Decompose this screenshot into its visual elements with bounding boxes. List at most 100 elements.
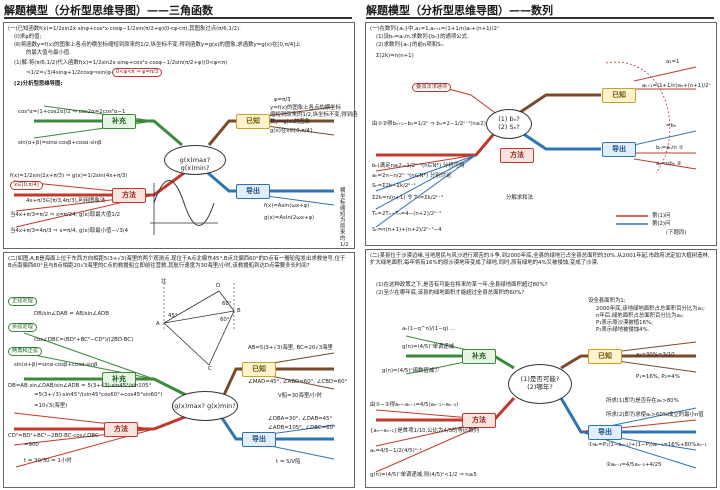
desert-export-line4: ②aₙ₋₁=4/5aₙ₋₂+4/25 bbox=[606, 462, 662, 468]
left-page: 解题模型（分析型思维导图）——三角函数 (一)已知函数f(x)=1/2sin2x… bbox=[0, 0, 358, 490]
seq-method-line5: Σ2k=n(n+1) 令 Tₙ=Σk/2ᵏ⁻¹ bbox=[372, 195, 444, 201]
trig-formula-cos: cos²α=(1+cos2α)/2 ⇒ cos2α=2cos²α−1 bbox=[18, 109, 126, 115]
method2-line3: =10√3(海里) bbox=[34, 403, 68, 409]
rescue-hub: g(x)max? g(x)min? bbox=[172, 391, 238, 421]
method2-line6: t = 30/30 = 1小时 bbox=[24, 458, 72, 464]
phi-callout: 0<φ<π ⇒ φ=π/3 bbox=[112, 68, 163, 77]
seq-known-line2: aₙ₊₁=(1+1/n)aₙ+(n+1)/2ⁿ bbox=[642, 83, 711, 89]
desert-known-line2: P₁=16%, P₂=4% bbox=[636, 374, 680, 380]
method-result-max: 当4x+π/3=π/2 ⇒ x=π/24, g(x)取最大值1/2 bbox=[10, 212, 121, 218]
fig-angle-60b: 60° bbox=[220, 317, 230, 323]
seq-mindmap-branches bbox=[375, 61, 697, 228]
node-supplement-2: 补充 bbox=[102, 372, 136, 387]
callout-angle-sum: 两角和正弦 bbox=[8, 347, 42, 356]
desert-known-head2: 2000年底,该地绿地面积占总面积百分比为a₁; bbox=[596, 306, 705, 312]
desert-known-line1: a₁=30%=3/10 bbox=[636, 352, 675, 358]
fig-angle-45: 45° bbox=[168, 313, 178, 319]
callout-sine-law: 正弦定理 bbox=[8, 297, 37, 306]
sup-line2: cos∠DBC=(BD²+BC²−CD²)/(2BD·BC) bbox=[34, 337, 134, 343]
legend-q1: 第(1)问 bbox=[652, 213, 671, 219]
node-known-2: 已知 bbox=[242, 362, 276, 377]
seq-q1: (1)设bₙ=aₙ/n,求数列{bₙ}的通项公式. bbox=[376, 34, 469, 40]
desert-node-known: 已知 bbox=[588, 349, 622, 364]
fig-label-north: 北 bbox=[161, 279, 167, 285]
desert-known-head4: P₁表示原沙漠被植16%; bbox=[596, 320, 653, 326]
fig-angle-60a: 60° bbox=[222, 301, 232, 307]
node-supplement: 补充 bbox=[102, 114, 136, 129]
left-panel-2: (二)如图,A,B是海面上位于东西方向相距5(3+√3)海里的两个观测点,现位于… bbox=[3, 252, 355, 488]
seq-hub: (1) bₙ? (2) Sₙ? bbox=[486, 109, 532, 139]
desert-hub-line1: (1)是否可能? bbox=[520, 375, 560, 383]
method-range: x∈[0,π/4] bbox=[10, 181, 43, 190]
fig-label-b: B bbox=[237, 308, 241, 314]
desert-method-line3: aₙ=4/5−1/2(4/5)ⁿ⁻¹ bbox=[370, 448, 422, 454]
seq-export-line2: bₙ=aₙ/n ① bbox=[656, 145, 684, 151]
desert-hub: (1)是否可能? (2)哪年? bbox=[508, 364, 572, 404]
seq-node-known: 已知 bbox=[602, 88, 636, 103]
node-known: 已知 bbox=[236, 114, 270, 129]
fig-label-c: C bbox=[208, 366, 212, 372]
rescue-mindmap-branches bbox=[13, 283, 335, 468]
fig-label-a: A bbox=[156, 321, 160, 327]
export2-line2: ∠ADB=105°, ∠DBC=60° bbox=[268, 425, 336, 431]
desert-export-line3: ①aₙ=P₁(1−aₙ₋₁)+(1−P₂)aₙ₋₁=16%+80%aₙ₋₁ bbox=[588, 442, 707, 448]
right-panel-1: (一)在数列{aₙ}中,a₁=1,aₙ₊₁=(1+1/n)aₙ+(n+1)/2ⁿ… bbox=[365, 22, 717, 246]
method-result-min: 当4x+π/3=4π/3 ⇒ x=π/4, g(x)取最小值−√3/4 bbox=[10, 228, 129, 234]
desert-intro: (二)某县位于沙漠边缘,当地居民与风沙进行艰苦的斗争,到2000年底,全县的绿地… bbox=[370, 253, 710, 266]
problem1-step2: ⇒1/2=√3/4sinφ+1/2cosφ⇒sin(φ+π/6)=1 bbox=[26, 70, 134, 76]
seq-method-line6: Tₙ=2Tₙ−Tₙ=4−(n+2)/2ⁿ⁻¹ bbox=[372, 211, 442, 217]
desert-q2: (2)至少在哪年底,该县的绿地面积才能超过全县总面积的60%? bbox=[376, 290, 525, 296]
seq-method-line3: aₙ=2n−n/2ⁿ⁻¹(n∈N*) 分别讨论 bbox=[372, 173, 452, 179]
seq-q2: (2)求数列{aₙ}的前n项和Sₙ. bbox=[376, 42, 445, 48]
seq-export-line3: aₙ=nbₙ ② bbox=[656, 161, 682, 167]
seq-method-line7: Sₙ=n(n+1)+(n+2)/2ⁿ⁻¹−4 bbox=[372, 227, 442, 233]
fig-label-d: D bbox=[216, 283, 221, 289]
trig-formula-sum: sin(α+β)=sinα·cosβ+cosα·sinβ bbox=[18, 140, 102, 146]
node-export: 导出 bbox=[236, 184, 270, 199]
known-line1: y=f(x)的图象上各点的横坐标 bbox=[270, 105, 341, 111]
export2-line3: t = S/V船 bbox=[276, 459, 301, 465]
desert-hub-line2: (2)哪年? bbox=[527, 383, 553, 391]
left-title-rule bbox=[4, 17, 352, 19]
sup-line3: sin(α+β)=sinα·cosβ+cosα·sinβ bbox=[14, 362, 98, 368]
desert-known-head3: n年后,绿地面积占总面积百分比为aₙ; bbox=[596, 313, 684, 319]
known2-line2: ∠MAD=45°, ∠ABD=60°, ∠CBD=60° bbox=[248, 379, 348, 385]
sup-line1: DB/sin∠DAB = AB/sin∠ADB bbox=[34, 311, 109, 317]
desert-q1: (1)在这种政策之下,是否有可能在将来的某一年,全县绿地面积超过80%? bbox=[376, 282, 548, 288]
seq-known-line1: a₁=1 bbox=[666, 59, 680, 65]
seq-method-line2: bₙ(满足n≥2−1/2ⁿ⁻¹(n∈N*) 分析可得 bbox=[372, 163, 465, 169]
left-page-title: 解题模型（分析型思维导图）——三角函数 bbox=[4, 4, 213, 17]
legend-q2: 第(2)问 bbox=[652, 221, 671, 227]
method2-line2: =5(3+√3)·sin45°/(sin45°cos60°+cos45°sin6… bbox=[34, 392, 163, 398]
seq-export-line1: =bₙ bbox=[666, 123, 677, 129]
problem1-q1: (Ⅰ)求φ的值; bbox=[14, 34, 42, 40]
seq-hub-line1: (1) bₙ? bbox=[498, 115, 520, 123]
seq-method-line4: Sₙ=Σ2k−Σk/2ᵏ⁻¹ bbox=[372, 183, 416, 189]
method2-line1: DB=AB·sin∠DAB/sin∠ADB = 5(3+√3)·sin45°/s… bbox=[8, 383, 152, 389]
known-line2: 缩短到原来的1/2,纵坐标不变,得到函 bbox=[270, 112, 358, 118]
seq-sum-formula: Σ(2k)=n(n+1) bbox=[376, 53, 414, 59]
seq-intro: (一)在数列{aₙ}中,a₁=1,aₙ₊₁=(1+1/n)aₙ+(n+1)/2ⁿ bbox=[370, 26, 500, 32]
desert-known-head5: P₂表示绿地被侵蚀4%. bbox=[596, 327, 650, 333]
callout-cosine-law: 余弦定理 bbox=[8, 323, 37, 332]
node-export-2: 导出 bbox=[242, 432, 276, 447]
seq-method-line1: 由①②得bₙ₊₁−bₙ=1/2ⁿ ⇒ bₙ=2−1/2ⁿ⁻¹(n≥2) bbox=[372, 121, 486, 127]
known-line4: g(x)在x∈[0,π/4] bbox=[270, 128, 312, 134]
method2-line5: =900 bbox=[24, 442, 39, 448]
left-panel-1: (一)已知函数f(x)=1/2sin2x·sinφ+cos²x·cosφ−1/2… bbox=[3, 22, 358, 249]
rescue-hub-text: g(x)max? g(x)min? bbox=[174, 402, 236, 410]
desert-export-line1: 所求(1)即为是否存在aₙ>80% bbox=[606, 398, 679, 404]
seq-node-export: 导出 bbox=[602, 142, 636, 157]
node-method: 方法 bbox=[112, 188, 146, 203]
trig-hub-text: g(x)max? g(x)min? bbox=[179, 156, 211, 172]
problem1-step1: (1)解:将(π/6,1/2)代入函数f(x)=1/2sin2x·sinφ+co… bbox=[14, 60, 228, 66]
seq-hub-line2: (2) Sₙ? bbox=[498, 123, 520, 131]
desert-node-method: 方法 bbox=[462, 413, 496, 428]
desert-node-supplement: 补充 bbox=[462, 349, 496, 364]
seq-node-method: 方法 bbox=[500, 148, 534, 163]
trig-hub: g(x)max? g(x)min? bbox=[164, 145, 226, 175]
export2-line1: ∠DBA=30°, ∠DAB=45° bbox=[268, 416, 333, 422]
known2-line1: AB=5(3+√3)海里, BC=20√3海里 bbox=[248, 345, 333, 351]
desert-export-line2: 所求(2)即为求使aₙ>60%成立的最小n值 bbox=[606, 412, 704, 418]
export-line1: f(x)=Asin(ωx+φ) bbox=[264, 203, 310, 209]
